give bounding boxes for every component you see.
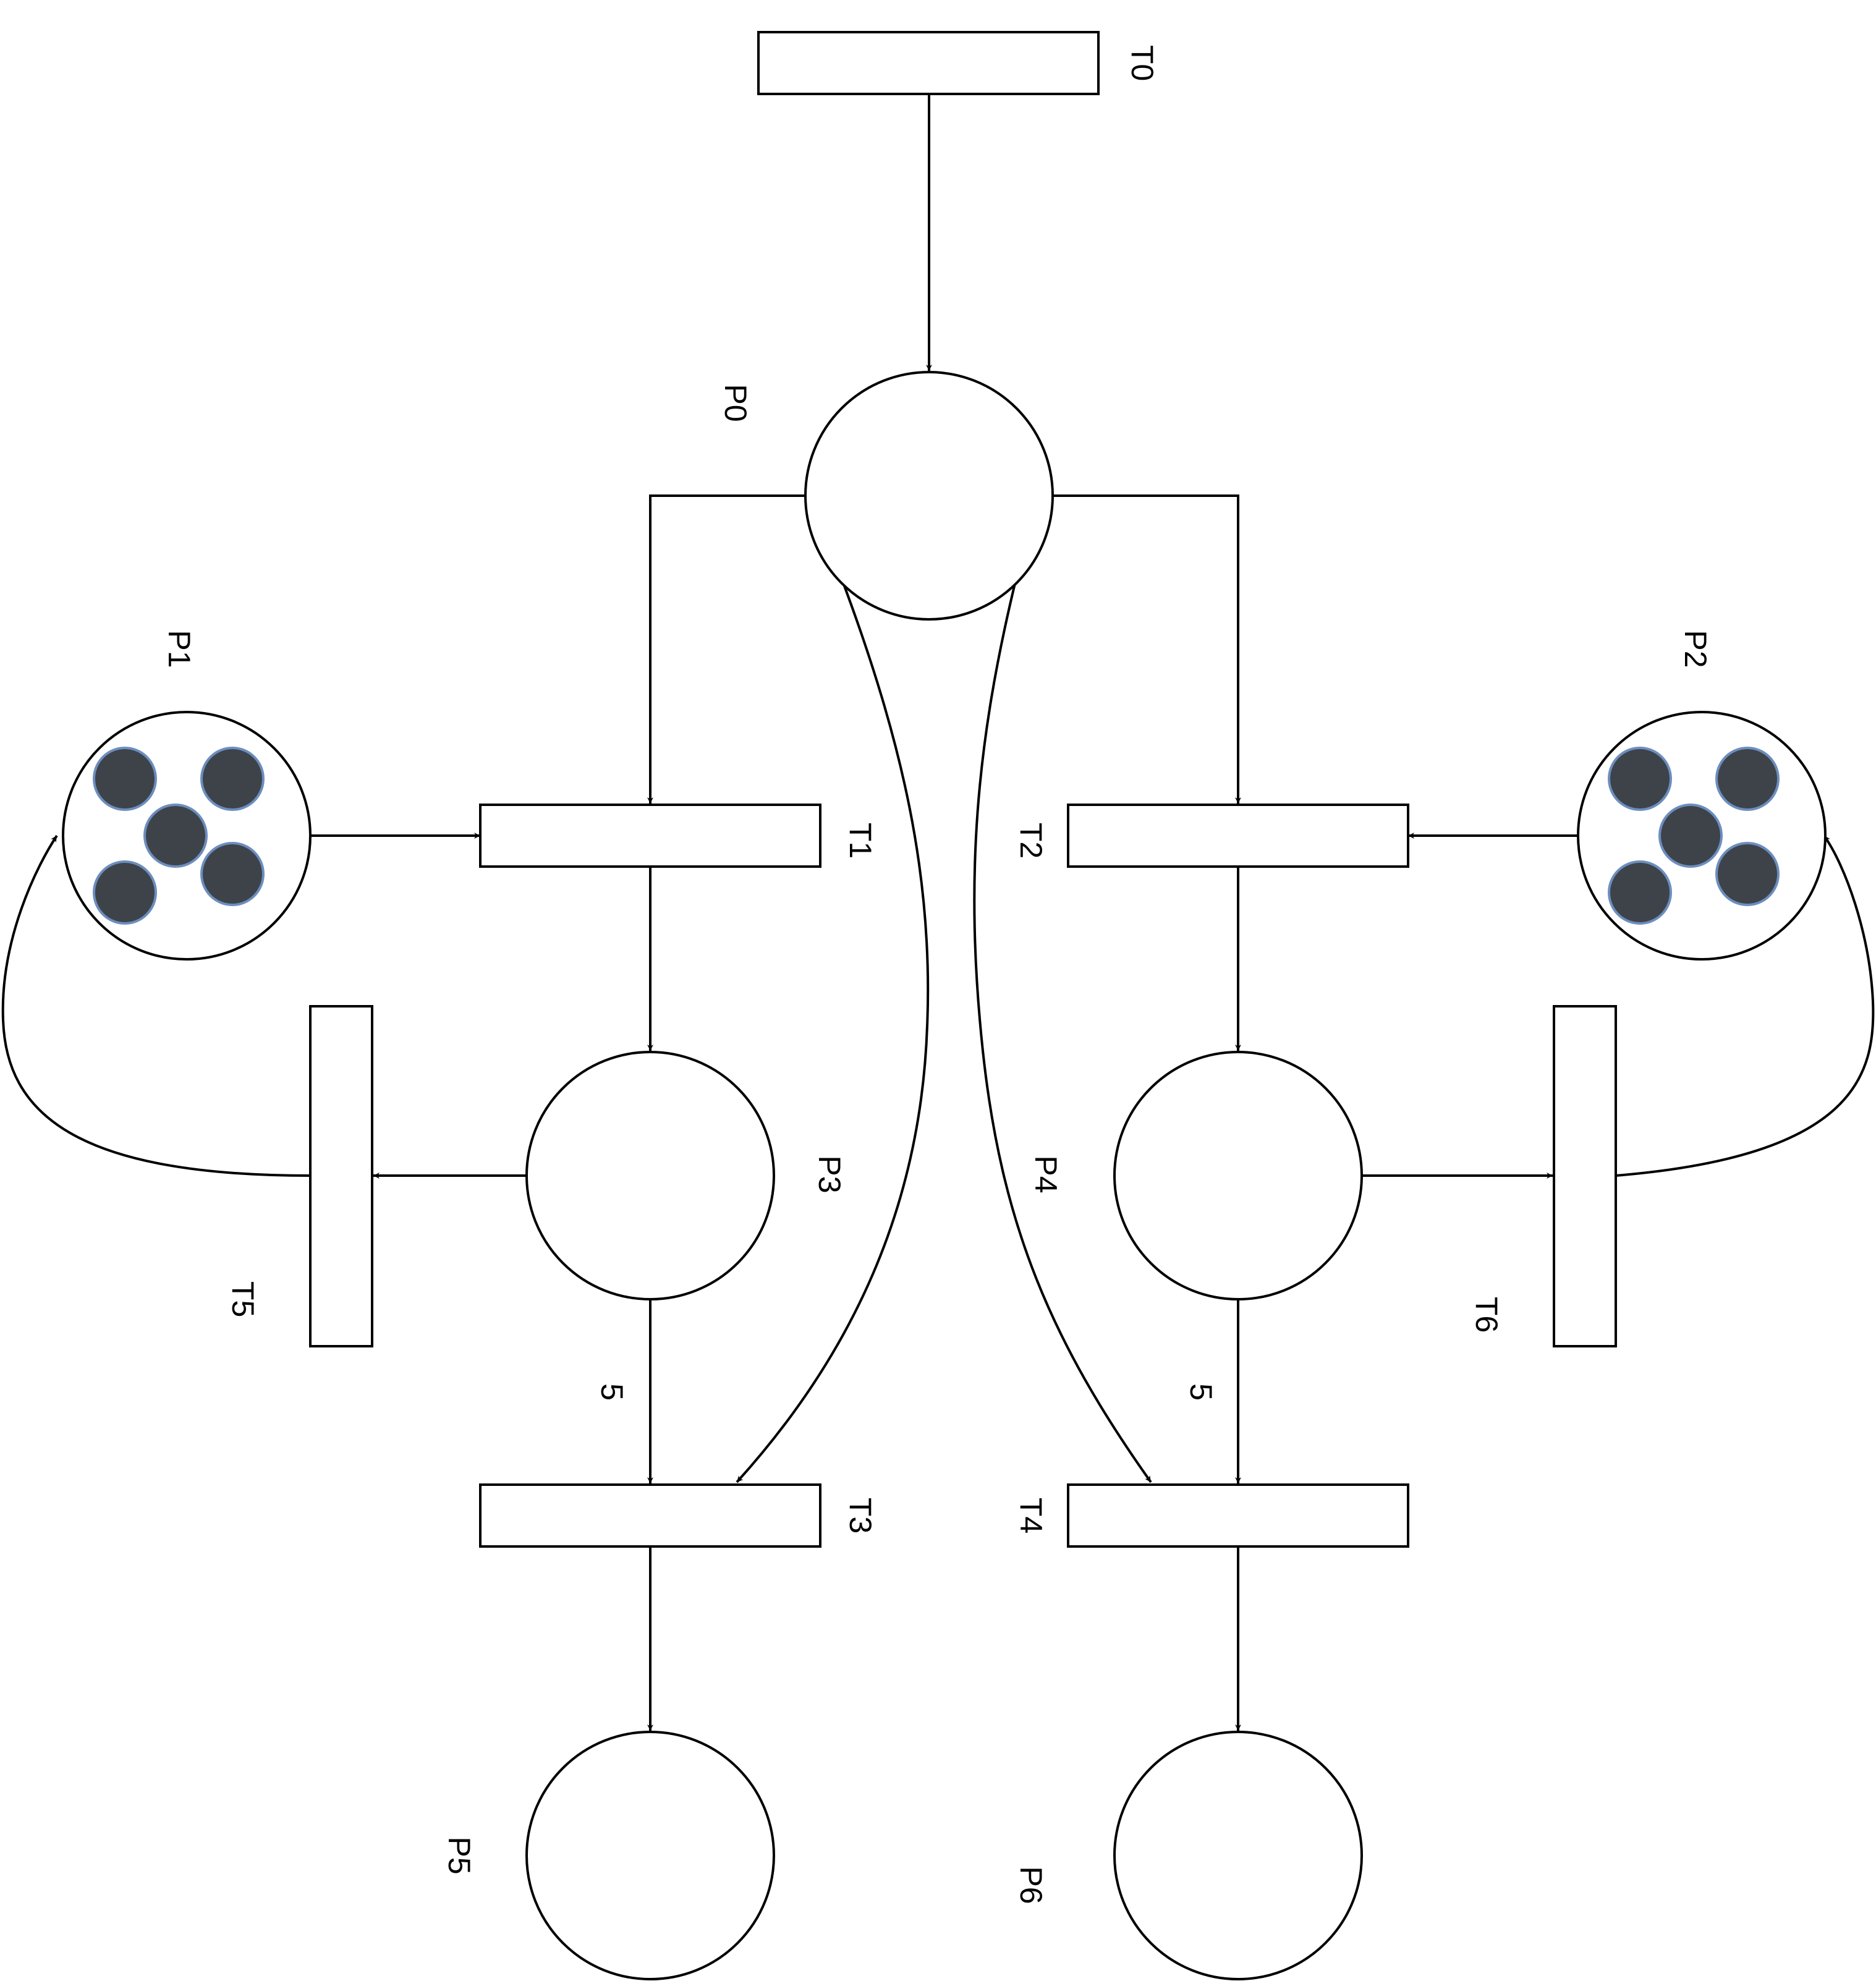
arc-p0-t3 (736, 580, 930, 1483)
transition-t5 (309, 1005, 373, 1347)
token (1608, 747, 1672, 811)
transition-t4 (1067, 1483, 1409, 1548)
token (200, 842, 265, 906)
token (1608, 860, 1672, 925)
transition-t6 (1553, 1005, 1617, 1347)
label-weight-p4-t4: 5 (1184, 1383, 1218, 1401)
label-weight-p3-t3: 5 (595, 1383, 629, 1401)
token (93, 747, 157, 811)
transitions (309, 31, 1617, 1548)
label-t5: T5 (226, 1281, 260, 1317)
arc-t5-p1 (1, 834, 311, 1177)
transition-t1 (479, 804, 821, 868)
tokens-p2 (1608, 747, 1780, 925)
place-p5 (525, 1731, 775, 1980)
place-p6 (1113, 1731, 1363, 1980)
token (200, 747, 265, 811)
label-p2: P2 (1678, 630, 1713, 668)
label-t3: T3 (843, 1498, 878, 1533)
labels: T0 P0 P1 P2 T1 T2 P3 P4 T5 T6 5 5 T3 T4 … (162, 45, 1713, 1904)
arcs (1, 94, 1875, 1731)
transition-t0 (757, 31, 1100, 95)
arc-p0-t1 (647, 494, 805, 804)
label-p0: P0 (718, 384, 753, 422)
token (1715, 842, 1780, 906)
label-t0: T0 (1125, 45, 1160, 81)
tokens-p1 (93, 747, 265, 925)
place-p3 (525, 1051, 775, 1300)
token (143, 804, 208, 868)
label-t4: T4 (1014, 1498, 1048, 1533)
arc-p0-t2 (1053, 494, 1241, 804)
label-p4: P4 (1029, 1155, 1063, 1193)
label-p3: P3 (812, 1155, 847, 1193)
label-p5: P5 (442, 1836, 477, 1874)
arc-p0-t4 (973, 580, 1152, 1483)
transition-t2 (1067, 804, 1409, 868)
place-p0 (804, 371, 1054, 621)
token (1715, 747, 1780, 811)
label-t2: T2 (1014, 823, 1048, 859)
place-p4 (1113, 1051, 1363, 1300)
label-t6: T6 (1469, 1297, 1504, 1333)
label-p6: P6 (1014, 1866, 1048, 1904)
token (1658, 804, 1723, 868)
label-p1: P1 (162, 630, 197, 668)
token (93, 860, 157, 925)
label-t1: T1 (843, 823, 878, 859)
transition-t3 (479, 1483, 821, 1548)
arc-t6-p2 (1615, 834, 1875, 1177)
